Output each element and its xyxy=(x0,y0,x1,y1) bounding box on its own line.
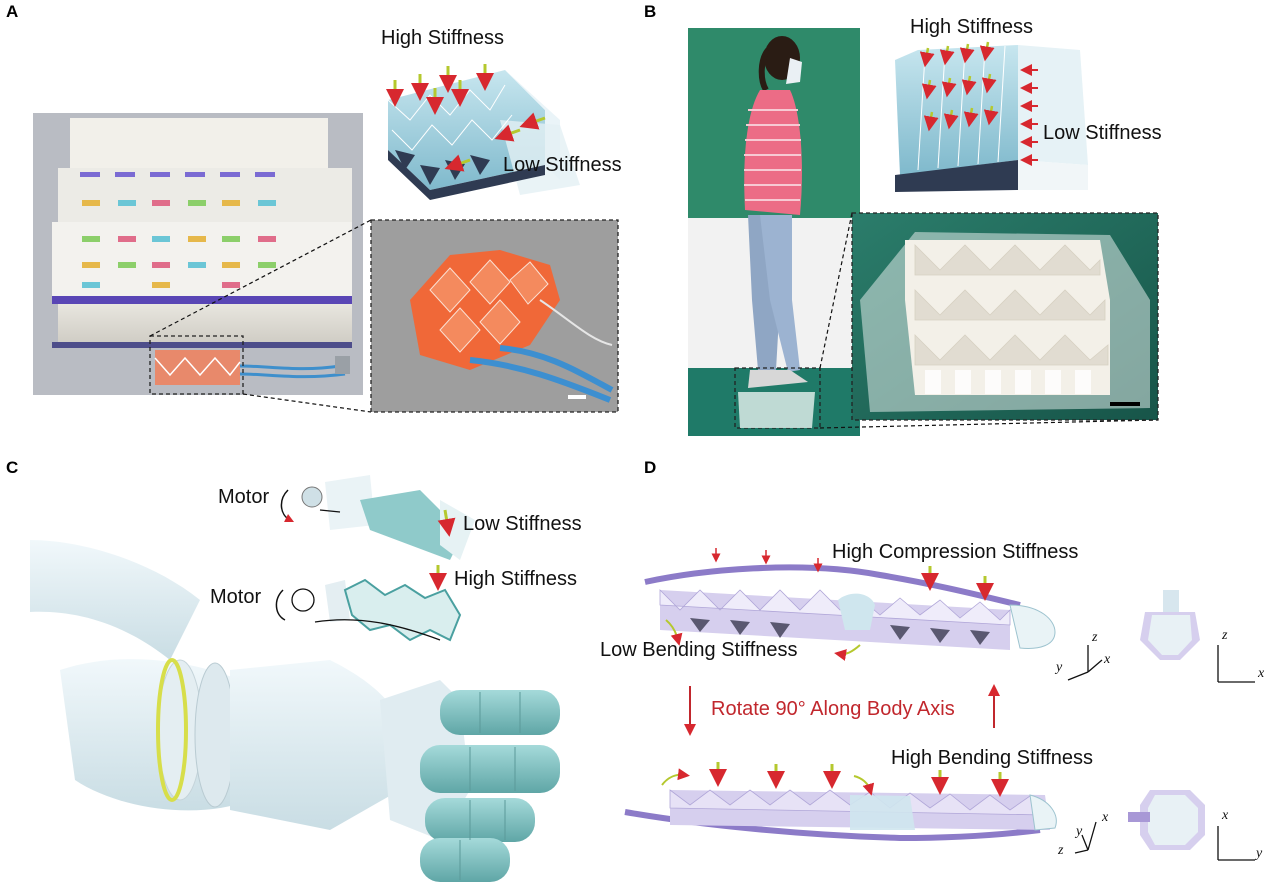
panel-c-gripper-schematic xyxy=(275,475,475,642)
panel-d-bottom-cross-section xyxy=(1128,790,1205,850)
panel-label-b: B xyxy=(644,2,657,21)
b-high-stiffness-label: High Stiffness xyxy=(910,16,1034,38)
axes-bottom-left xyxy=(1074,821,1097,854)
panel-a-inset-photo xyxy=(370,219,619,413)
axes-bottom-right xyxy=(1217,826,1255,861)
axis-tl-z: z xyxy=(1092,630,1098,645)
panel-b-origami-schematic xyxy=(895,41,1088,192)
axis-bl-z: z xyxy=(1058,843,1064,858)
axis-tl-y: y xyxy=(1056,660,1063,675)
axis-br-y: y xyxy=(1256,846,1263,861)
axes-top-right xyxy=(1217,645,1255,683)
c-high-stiffness-label: High Stiffness xyxy=(454,568,578,590)
a-low-stiffness-label: Low Stiffness xyxy=(503,154,622,176)
zoom-line-b1 xyxy=(819,212,853,369)
panel-d-bottom-structure xyxy=(624,762,1057,842)
c-low-stiffness-label: Low Stiffness xyxy=(463,513,582,535)
axis-tr-z: z xyxy=(1222,628,1228,643)
panel-b-inset-photo xyxy=(851,212,1159,421)
axis-tr-x: x xyxy=(1258,666,1265,681)
zoom-line-b2 xyxy=(819,419,1159,429)
b-low-stiffness-label: Low Stiffness xyxy=(1043,122,1162,144)
panel-c-robot-arm xyxy=(30,540,560,882)
panel-d-top-cross-section xyxy=(1140,590,1200,660)
d-high-compression-label: High Compression Stiffness xyxy=(832,541,1079,563)
c-motor-top-label: Motor xyxy=(218,486,270,508)
panel-d-top-structure xyxy=(644,548,1056,661)
a-high-stiffness-label: High Stiffness xyxy=(381,27,505,49)
d-rotate-label: Rotate 90° Along Body Axis xyxy=(711,698,955,720)
axis-bl-y: y xyxy=(1076,824,1083,839)
axes-top-left xyxy=(1067,645,1103,681)
d-low-bending-label: Low Bending Stiffness xyxy=(600,639,798,661)
panel-label-d: D xyxy=(644,458,657,477)
panel-a-origami-schematic xyxy=(386,64,580,200)
axis-br-x: x xyxy=(1222,808,1229,823)
panel-a-photo-books xyxy=(33,113,363,395)
panel-label-a: A xyxy=(6,2,19,21)
zoom-line-a2 xyxy=(242,393,372,413)
c-motor-bottom-label: Motor xyxy=(210,586,262,608)
axis-bl-x: x xyxy=(1102,810,1109,825)
d-high-bending-label: High Bending Stiffness xyxy=(891,747,1093,769)
panel-b-photo-person xyxy=(688,28,860,436)
panel-label-c: C xyxy=(6,458,19,477)
axis-tl-x: x xyxy=(1104,652,1111,667)
